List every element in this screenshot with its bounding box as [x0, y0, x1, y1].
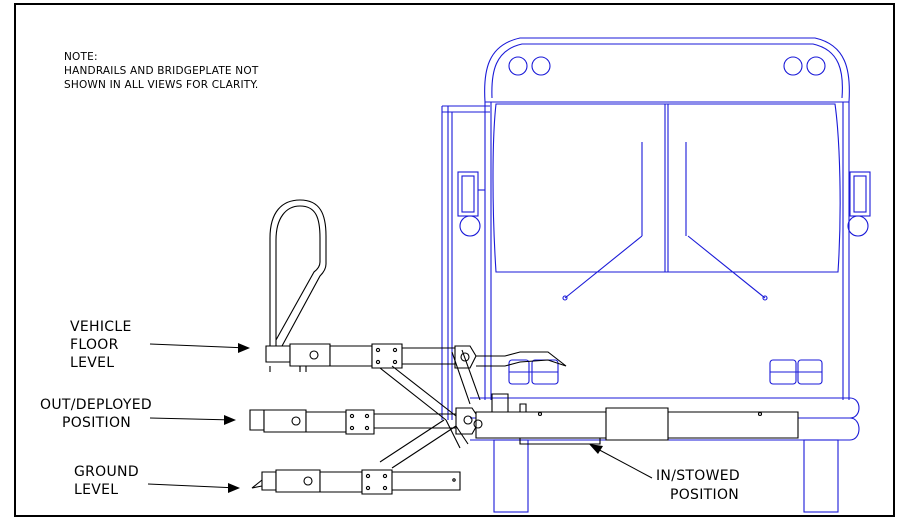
lift-arm-upper [379, 365, 457, 421]
marker-light-left-2 [531, 56, 551, 76]
note-block: NOTE: HANDRAILS AND BRIDGEPLATE NOT SHOW… [64, 51, 259, 91]
arrow-ground [147, 483, 239, 489]
windshield [492, 103, 841, 273]
arrowhead-out-deployed [224, 415, 236, 425]
marker-light-right-2 [806, 56, 826, 76]
platform-deployed [249, 409, 265, 431]
marker-light-left-1 [508, 56, 528, 76]
wheel-right [803, 439, 839, 513]
note-line-1: NOTE: [64, 51, 98, 63]
arrowhead-vehicle-floor [238, 343, 250, 353]
label-out-deployed: OUT/DEPLOYED [40, 397, 152, 413]
platform-ground-level [261, 471, 277, 491]
note-line-2: HANDRAILS AND BRIDGEPLATE NOT [64, 65, 259, 77]
label-out-deployed-position: OUT/DEPLOYED POSITION [40, 397, 236, 431]
note-line-3: SHOWN IN ALL VIEWS FOR CLARITY. [64, 79, 258, 91]
label-floor: FLOOR [70, 337, 119, 353]
bus-roof [484, 37, 850, 103]
arrow-vehicle-floor [149, 343, 249, 349]
door-frame [441, 105, 490, 420]
bus-body [484, 102, 850, 400]
wheelchair-lift [249, 199, 799, 495]
label-ground: GROUND [74, 464, 139, 480]
label-in-stowed: IN/STOWED [656, 468, 740, 484]
label-ground-level: GROUND LEVEL [74, 464, 240, 498]
platform-floor-level [265, 345, 291, 363]
mirror-left [457, 171, 479, 217]
arrow-out-deployed [149, 417, 235, 421]
arrowhead-ground [228, 483, 240, 493]
marker-light-right-1 [783, 56, 803, 76]
label-vehicle-floor-level: VEHICLE FLOOR LEVEL [70, 319, 250, 371]
arrow-in-stowed [591, 445, 653, 479]
mirror-right [849, 171, 871, 217]
wheel-left [493, 439, 529, 513]
wiper-left [564, 235, 643, 299]
label-ground-level-text: LEVEL [74, 482, 118, 498]
wiper-right [687, 235, 766, 299]
bus-front-view [441, 37, 871, 513]
label-position-stowed: POSITION [670, 487, 739, 503]
label-position-deployed: POSITION [62, 415, 131, 431]
handrail [269, 199, 327, 347]
label-level: LEVEL [70, 355, 114, 371]
label-in-stowed-position: IN/STOWED POSITION [589, 444, 740, 503]
arrowhead-in-stowed [589, 444, 603, 454]
label-vehicle: VEHICLE [70, 319, 132, 335]
